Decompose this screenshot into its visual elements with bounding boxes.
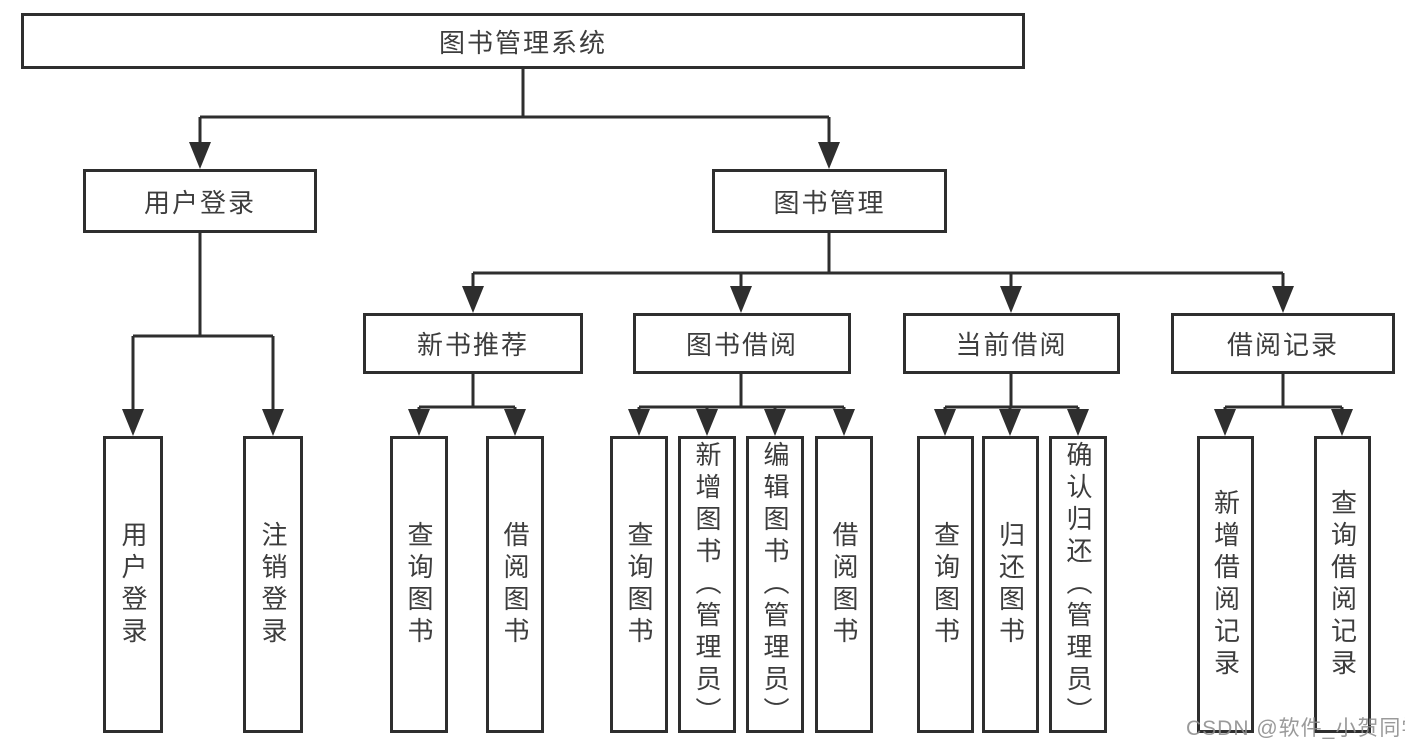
leaf-logout: 注销登录	[243, 436, 303, 733]
arrow-head	[408, 409, 526, 436]
node-label: 图书借阅	[685, 330, 798, 360]
arrow-head	[462, 286, 1294, 313]
node-label: 确认归还（管理员）	[1063, 440, 1093, 729]
arrow-head	[189, 142, 840, 169]
connector-line	[198, 69, 831, 150]
node-label: 图书管理系统	[438, 27, 607, 58]
leaf-cb-return-books: 归还图书	[982, 436, 1039, 733]
connector-line	[417, 374, 517, 418]
leaf-cb-query-books: 查询图书	[917, 436, 974, 733]
connector-line	[637, 374, 846, 418]
leaf-nb-borrow-books: 借阅图书	[486, 436, 544, 733]
node-label: 当前借阅	[955, 330, 1068, 360]
node-label: 查询图书	[624, 520, 654, 649]
node-label: 注销登录	[258, 520, 288, 649]
node-label: 新增图书（管理员）	[692, 440, 722, 729]
arrow-head	[934, 409, 1089, 436]
connector-current-borrowing	[934, 374, 1089, 436]
leaf-bb-query-books: 查询图书	[610, 436, 668, 733]
node-book-borrowing: 图书借阅	[633, 313, 851, 374]
node-book-management: 图书管理	[712, 169, 947, 233]
node-root-library-system: 图书管理系统	[21, 13, 1025, 69]
connector-book-management	[462, 233, 1294, 313]
node-label: 查询图书	[404, 520, 434, 649]
leaf-nb-query-books: 查询图书	[390, 436, 448, 733]
watermark-text: CSDN @软件_小贺同学	[1186, 717, 1405, 740]
leaf-user-login: 用户登录	[103, 436, 163, 733]
leaf-bb-borrow-books: 借阅图书	[815, 436, 873, 733]
leaf-bb-edit-books-admin: 编辑图书（管理员）	[746, 436, 804, 733]
arrow-head	[1214, 409, 1353, 436]
node-label: 图书管理	[773, 187, 886, 218]
leaf-cb-confirm-return-admin: 确认归还（管理员）	[1049, 436, 1107, 733]
arrow-head	[122, 409, 284, 436]
leaf-br-query-record: 查询借阅记录	[1314, 436, 1371, 733]
connector-line	[471, 233, 1285, 295]
connector-user-login	[122, 233, 284, 436]
leaf-br-add-record: 新增借阅记录	[1197, 436, 1254, 733]
node-label: 查询图书	[930, 520, 961, 649]
node-label: 借阅图书	[500, 520, 530, 649]
node-new-book-recommend: 新书推荐	[363, 313, 583, 374]
node-label: 新增借阅记录	[1210, 488, 1241, 681]
leaf-bb-add-books-admin: 新增图书（管理员）	[678, 436, 736, 733]
connector-new-book-recommend	[408, 374, 526, 436]
node-borrowing-records: 借阅记录	[1171, 313, 1395, 374]
node-current-borrowing: 当前借阅	[903, 313, 1120, 374]
node-user-login: 用户登录	[83, 169, 317, 233]
node-label: 新书推荐	[416, 330, 529, 360]
node-label: 编辑图书（管理员）	[760, 440, 790, 729]
node-label: 查询借阅记录	[1327, 488, 1358, 681]
connector-line	[131, 233, 275, 415]
connector-borrowing-records	[1214, 374, 1353, 436]
connector-root-to-level2	[189, 69, 840, 169]
node-label: 用户登录	[118, 520, 148, 649]
node-label: 借阅记录	[1226, 330, 1339, 360]
node-label: 用户登录	[143, 187, 256, 218]
node-label: 归还图书	[995, 520, 1026, 649]
arrow-head	[628, 409, 855, 436]
connector-book-borrowing	[628, 374, 855, 436]
node-label: 借阅图书	[829, 520, 859, 649]
connector-line	[1223, 374, 1344, 418]
